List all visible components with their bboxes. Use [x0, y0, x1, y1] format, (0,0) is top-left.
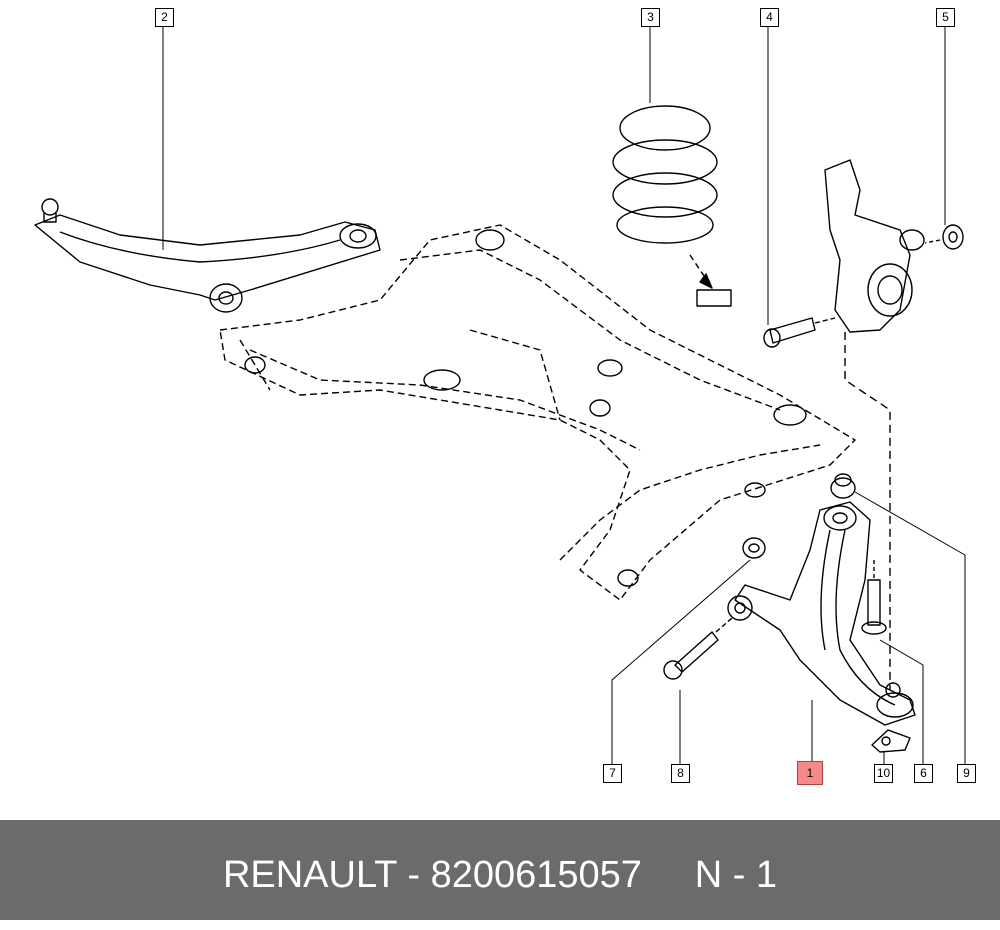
washer-7	[742, 537, 766, 559]
callout-9[interactable]: 9	[957, 764, 976, 783]
callout-2[interactable]: 2	[155, 8, 174, 27]
leader-lines	[162, 26, 966, 764]
callout-4[interactable]: 4	[760, 8, 779, 27]
callout-3[interactable]: 3	[641, 8, 660, 27]
callout-6[interactable]: 6	[914, 764, 933, 783]
footer-bar: RENAULT - 8200615057 N - 1	[0, 820, 1000, 920]
callout-8[interactable]: 8	[671, 764, 690, 783]
bolt-6	[861, 560, 887, 635]
steering-knuckle	[824, 159, 925, 690]
bushing-9	[830, 473, 856, 499]
subframe-bushings	[244, 229, 807, 587]
bolt-4	[763, 317, 836, 348]
suspension-exploded-diagram	[34, 26, 966, 764]
lower-control-arm-1	[727, 501, 916, 726]
wishbone-arm-2	[34, 198, 381, 313]
callout-7[interactable]: 7	[603, 764, 622, 783]
nut-5	[924, 224, 964, 250]
clip-10	[871, 729, 911, 753]
callout-5[interactable]: 5	[936, 8, 955, 27]
callout-1[interactable]: 1	[797, 761, 823, 785]
callout-10[interactable]: 10	[874, 764, 893, 783]
coil-spring-3	[612, 105, 732, 307]
subframe	[219, 224, 856, 601]
bolt-8	[663, 617, 733, 680]
footer-part-label: RENAULT - 8200615057 N - 1	[222, 854, 778, 896]
